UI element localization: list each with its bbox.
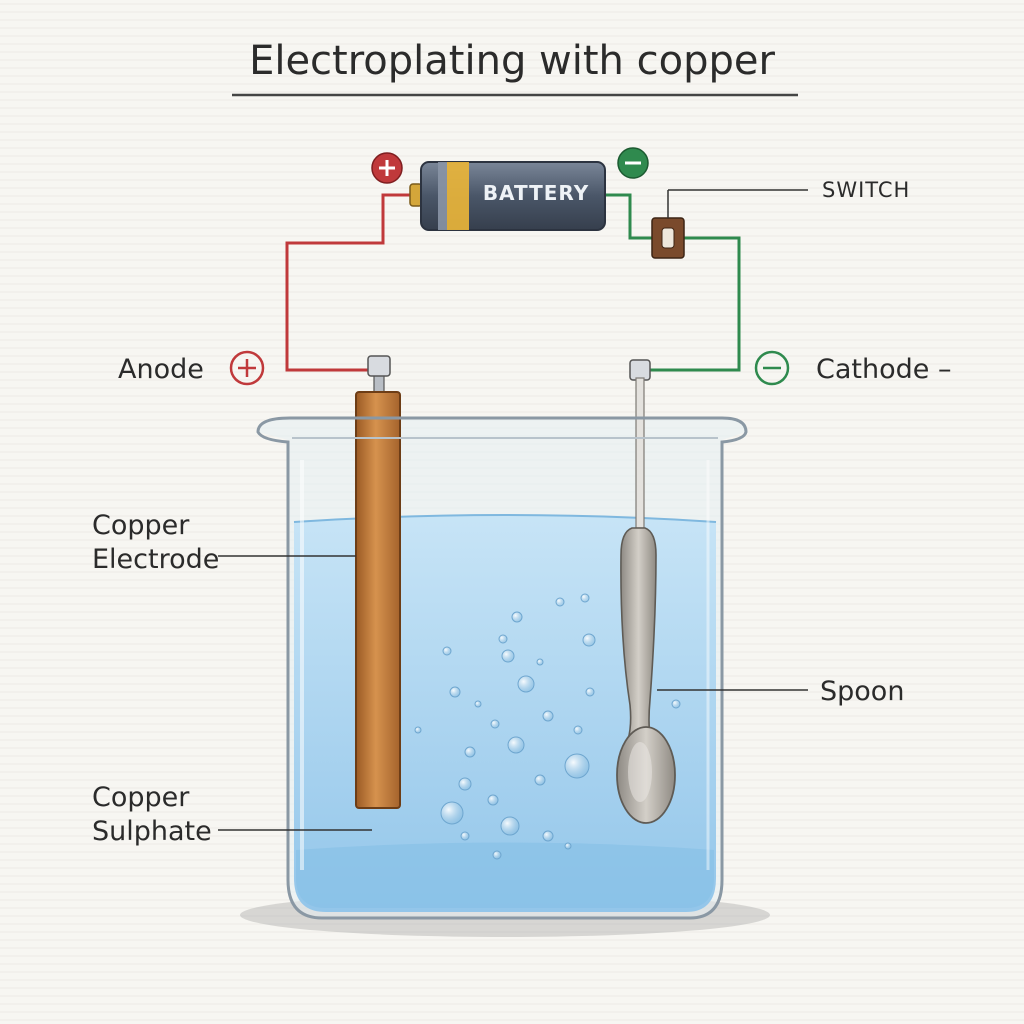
anode-positive-sign-icon [229,350,265,386]
negative-wire-to-switch [606,193,656,240]
cathode-negative-sign-icon [754,350,790,386]
bubble [500,816,520,836]
diagram-title: Electroplating with copper [249,38,775,84]
bubble [671,699,681,709]
copper-rod [355,391,401,809]
bubble [449,686,461,698]
copper-electrode-label-line1: Copper [92,510,190,541]
bubble [507,736,525,754]
negative-wire-to-cathode [648,236,741,372]
cathode-label: Cathode – [816,354,951,385]
copper-sulphate-label-line1: Copper [92,782,190,813]
bubble [585,687,595,697]
spoon-bowl-highlight [628,742,652,802]
anode-label: Anode [118,354,204,385]
bubble [492,850,502,860]
spoon-upper-handle [635,377,645,529]
bubble [542,710,554,722]
solution-bottom-layer [296,842,714,908]
bubble [414,726,422,734]
bubble [490,719,500,729]
anode-connector-clamp [367,355,391,377]
cathode-connector-clamp [629,359,651,381]
bubble [536,658,544,666]
bubble [460,831,470,841]
bubble [458,777,472,791]
copper-sulphate-label-line2: Sulphate [92,816,212,847]
positive-wire [285,193,415,372]
bubble [487,794,499,806]
solution-surface [293,514,717,523]
bubble [517,675,535,693]
bubble [440,801,464,825]
spoon-label: Spoon [820,676,904,707]
bubble [582,633,596,647]
bubble [555,597,565,607]
switch-label: SWITCH [822,178,910,202]
bubble [542,830,554,842]
bubble [580,593,590,603]
beaker-outline [256,416,748,920]
bubble [498,634,508,644]
bubble [464,746,476,758]
battery-label: BATTERY [483,181,589,205]
bubbles [414,593,681,860]
copper-electrode [355,355,401,809]
bubble [573,725,583,735]
bubble [564,842,572,850]
battery-band [447,162,469,230]
bubble [534,774,546,786]
switch [651,217,685,259]
bubble [474,700,482,708]
spoon [616,359,676,824]
bubble [564,753,590,779]
copper-electrode-label-line2: Electrode [92,544,219,575]
battery-positive-sign-icon [371,152,403,184]
bubble [511,611,523,623]
bubble [442,646,452,656]
switch-toggle [661,227,675,249]
battery: BATTERY [409,161,606,231]
battery-negative-sign-icon [617,147,649,179]
bubble [501,649,515,663]
battery-band-edge [438,162,447,230]
